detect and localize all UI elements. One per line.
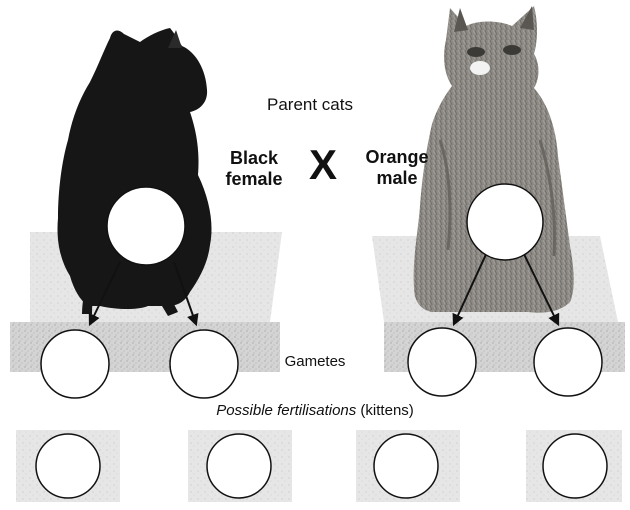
black-female-label-line2: female (210, 169, 298, 190)
orange-male-label: Orange male (348, 147, 446, 189)
orange-male-label-line1: Orange (348, 147, 446, 168)
fertilisations-rest-text: (kittens) (356, 402, 414, 419)
gamete-circle-2 (170, 330, 238, 398)
gamete-circle-1 (41, 330, 109, 398)
black-female-label-line1: Black (210, 148, 298, 169)
cross-symbol: X (300, 143, 346, 187)
kitten-box-1 (16, 430, 120, 502)
kitten-box-4 (526, 430, 622, 502)
gamete-circle-3 (408, 328, 476, 396)
black-female-label: Black female (210, 148, 298, 190)
fertilisations-label: Possible fertilisations (kittens) (150, 402, 480, 419)
kitten-box-3 (356, 430, 460, 502)
gametes-label: Gametes (255, 353, 375, 370)
gamete-circle-4 (534, 328, 602, 396)
orange-male-genotype-circle (467, 184, 543, 260)
orange-male-label-line2: male (348, 168, 446, 189)
kitten-box-2 (188, 430, 292, 502)
black-cat-photo (58, 28, 212, 316)
black-female-genotype-circle (107, 187, 185, 265)
fertilisations-italic-text: Possible fertilisations (216, 402, 356, 419)
diagram-title: Parent cats (240, 95, 380, 115)
